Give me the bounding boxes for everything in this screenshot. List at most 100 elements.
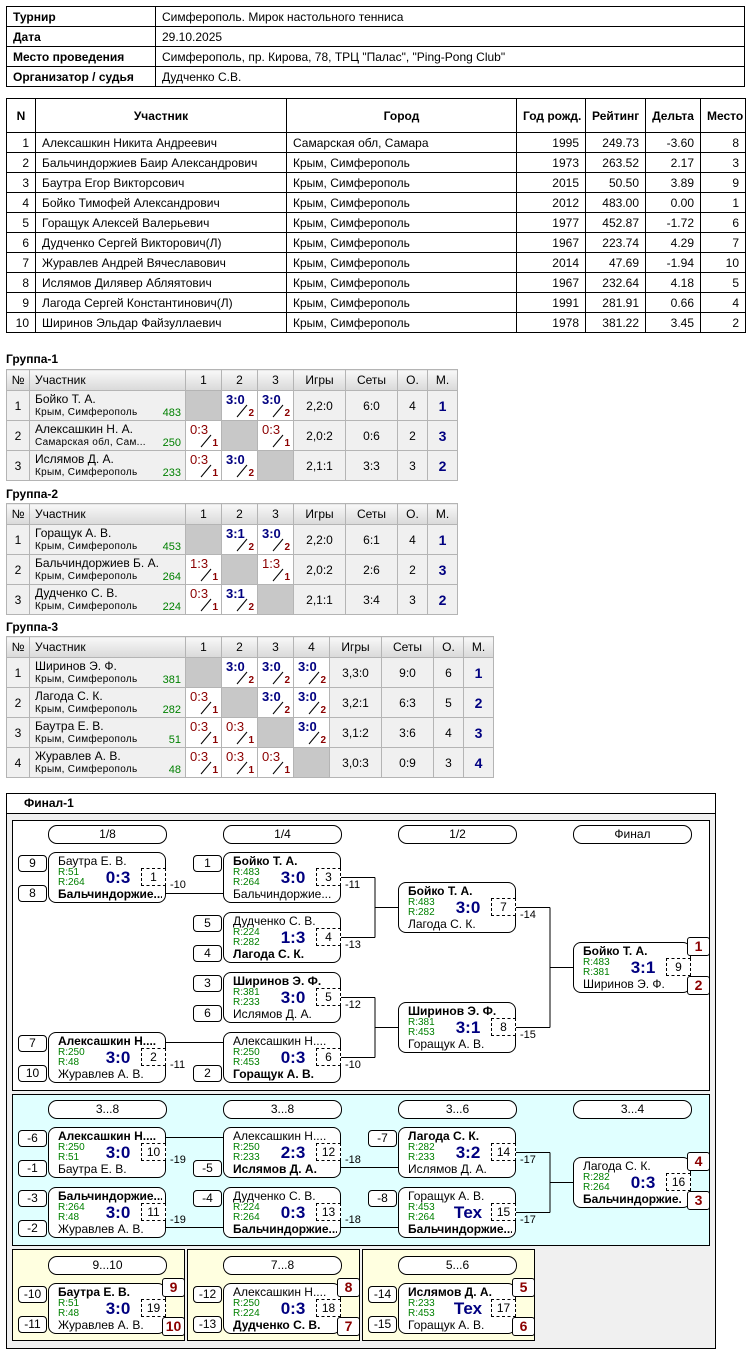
participant-cell: 263.52: [585, 152, 646, 173]
bottom-rating: R:264: [583, 1182, 610, 1193]
match-number-label: 1: [284, 572, 290, 583]
match-number-label: 2: [248, 542, 254, 553]
sets-cell: 3:4: [345, 584, 398, 615]
place-badge-winner: 9: [162, 1278, 185, 1297]
place-badge-loser: 2: [687, 976, 710, 995]
bottom-player: Журавлев А. В.: [58, 1068, 144, 1081]
match-number: 10: [141, 1143, 166, 1161]
place-cell: 1: [427, 524, 458, 555]
match-number-label: 2: [284, 408, 290, 419]
group-title: Группа-1: [6, 352, 59, 366]
loser-destination: -10: [170, 879, 186, 891]
row-number: 3: [6, 584, 30, 615]
final-title-bar: [6, 793, 716, 814]
games-cell: 2,0:2: [293, 420, 346, 451]
info-label: Место проведения: [6, 46, 156, 67]
match-score: 3:0: [262, 689, 281, 704]
match-score: 3:0: [226, 392, 245, 407]
games-cell: 3,0:3: [329, 747, 382, 778]
diagonal-slash-icon: [236, 731, 248, 745]
sets-cell: 3:3: [345, 450, 398, 481]
match-number-label: 1: [212, 765, 218, 776]
participant-cell: Алексашкин Н. А.Самарская обл, Сам...250: [29, 420, 186, 451]
match-score: 0:3: [262, 749, 281, 764]
participant-city: Крым, Симферополь: [35, 467, 138, 478]
diagonal-slash-icon: [272, 761, 284, 775]
games-cell: 2,1:1: [293, 450, 346, 481]
participant-cell: 10: [700, 252, 746, 273]
place-cell: 2: [427, 450, 458, 481]
participant-city: Крым, Симферополь: [35, 407, 138, 418]
participant-city: Крым, Симферополь: [35, 734, 138, 745]
match-score: 1:3: [280, 928, 306, 947]
seed-box: -8: [368, 1190, 397, 1207]
place-badge-loser: 7: [337, 1317, 360, 1336]
bottom-rating: R:282: [408, 907, 435, 918]
match-score: 3:0: [298, 689, 317, 704]
participant-cell: 5: [700, 272, 746, 293]
sets-cell: 6:1: [345, 524, 398, 555]
round-header: 1/4: [223, 825, 342, 844]
diagonal-slash-icon: [200, 761, 212, 775]
round-header: 3...4: [573, 1100, 692, 1119]
top-player: Алексашкин Н....: [233, 1035, 327, 1048]
match-score: 3:0: [262, 659, 281, 674]
diagonal-slash-icon: [200, 568, 212, 582]
seed-box: 5: [193, 915, 222, 932]
sets-cell: 6:3: [381, 687, 434, 718]
participant-cell: Крым, Симферополь: [286, 192, 517, 213]
bottom-rating: R:264: [233, 877, 260, 888]
games-cell: 3,3:0: [329, 657, 382, 688]
participant-cell: 1978: [516, 312, 586, 333]
sets-cell: 9:0: [381, 657, 434, 688]
points-cell: 4: [433, 717, 464, 748]
participant-name: Дудченко С. В.: [35, 586, 118, 600]
